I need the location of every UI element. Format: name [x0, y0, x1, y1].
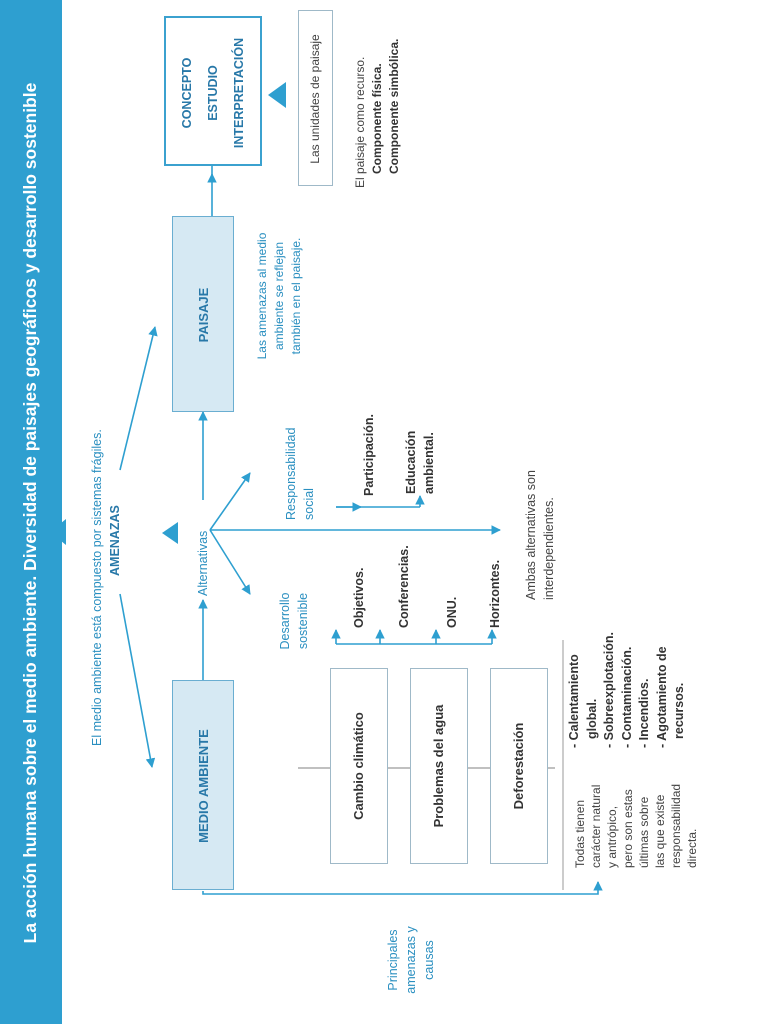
- caracter-line-8: directa.: [685, 828, 699, 868]
- amenazas-pointer-icon: [50, 519, 66, 545]
- medio-compuesto-text: El medio ambiente está compuesto por sis…: [90, 429, 104, 746]
- problem-box-deforestacion: Deforestación: [490, 668, 548, 864]
- problem-box-agua: Problemas del agua: [410, 668, 468, 864]
- item-objetivos-text: Objetivos.: [352, 567, 366, 628]
- recurso-intro: El paisaje como recurso.: [353, 56, 367, 188]
- arrow-to-causes: [202, 881, 603, 895]
- arrow-to-medio-ambiente: [119, 593, 156, 768]
- medio-ambiente-box: MEDIO AMBIENTE: [172, 680, 234, 890]
- problem-label-agua: Problemas del agua: [431, 704, 446, 828]
- item-educacion-line-1: Educación: [404, 430, 418, 494]
- caracter-line-5: últimas sobre: [637, 796, 651, 868]
- responsabilidad-label-line-1: Responsabilidad: [284, 427, 298, 520]
- estudio-label: ESTUDIO: [206, 65, 220, 121]
- item-participacion: Participación.: [360, 414, 378, 496]
- responsabilidad-social-node: Responsabilidad social: [282, 428, 318, 520]
- medio-ambiente-label: MEDIO AMBIENTE: [196, 729, 211, 843]
- cause-agotamiento-line-1: - Agotamiento de: [654, 646, 669, 748]
- concepto-pointer-icon: [268, 82, 286, 108]
- item-onu: ONU.: [443, 597, 461, 628]
- caracter-line-7: responsabilidad: [669, 783, 683, 868]
- caracter-note: Todas tienen carácter natural y antrópic…: [572, 784, 700, 868]
- amenazas-paisaje-note: Las amenazas al medio ambiente se reflej…: [254, 211, 305, 381]
- principales-line-2: amenazas y: [404, 926, 418, 994]
- interdependientes-note: Ambas alternativas son interdependientes…: [522, 470, 558, 600]
- item-horizontes-text: Horizontes.: [488, 559, 502, 628]
- concepto-label: CONCEPTO: [180, 57, 194, 129]
- recurso-note: El paisaje como recurso. Componente físi…: [352, 39, 403, 188]
- caracter-line-6: las que existe: [653, 794, 667, 868]
- alternativas-pointer-icon: [162, 522, 178, 544]
- amenazas-paisaje-line-2: ambiente se reflejan: [272, 241, 286, 351]
- unidades-paisaje-box: Las unidades de paisaje: [298, 10, 333, 186]
- principales-note: Principales amenazas y causas: [384, 908, 438, 1012]
- interpretacion-label: INTERPRETACIÓN: [232, 37, 246, 149]
- item-educacion: Educación ambiental.: [402, 431, 438, 494]
- cause-calentamiento-line-2: global.: [584, 698, 599, 739]
- alternativas-label: Alternativas: [196, 530, 210, 596]
- caracter-line-2: carácter natural: [589, 784, 603, 868]
- arrow-to-responsabilidad: [209, 472, 251, 531]
- cause-sobreexplotacion: - Sobreexplotación.: [602, 632, 616, 748]
- arrow-to-desarrollo: [209, 529, 251, 595]
- problem-box-cambio-climatico: Cambio climático: [330, 668, 388, 864]
- item-conferencias: Conferencias.: [395, 545, 413, 628]
- amenazas-paisaje-line-1: Las amenazas al medio: [255, 232, 269, 360]
- problem-label-cambio-climatico: Cambio climático: [351, 712, 366, 820]
- componente-fisica: Componente física.: [370, 63, 384, 174]
- item-participacion-text: Participación.: [362, 414, 376, 496]
- cause-incendios: - Incendios.: [637, 678, 651, 748]
- cause-calentamiento-line-1: - Calentamiento: [567, 654, 581, 748]
- item-educacion-line-2: ambiental.: [422, 432, 436, 494]
- desarrollo-label-line-1: Desarrollo: [278, 592, 292, 650]
- cause-agotamiento-line-2: recursos.: [672, 682, 686, 739]
- principales-line-3: causas: [422, 940, 436, 980]
- desarrollo-label-line-2: sostenible: [296, 592, 310, 650]
- paisaje-label: PAISAJE: [196, 287, 211, 343]
- interdependientes-line-1: Ambas alternativas son: [524, 470, 538, 600]
- problem-label-deforestacion: Deforestación: [511, 722, 526, 810]
- causes-list: - Calentamiento global. - Sobreexplotaci…: [566, 632, 689, 748]
- desarrollo-sostenible-node: Desarrollo sostenible: [276, 576, 312, 666]
- caracter-line-4: pero son estas: [621, 789, 635, 868]
- amenazas-label: AMENAZAS: [108, 505, 122, 576]
- item-onu-text: ONU.: [445, 596, 459, 628]
- item-objetivos: Objetivos.: [350, 568, 368, 628]
- amenazas-paisaje-line-3: también en el paisaje.: [289, 237, 303, 355]
- concepto-box: CONCEPTO ESTUDIO INTERPRETACIÓN: [164, 16, 262, 166]
- interdependientes-line-2: interdependientes.: [542, 497, 556, 600]
- alternativas-node: Alternativas: [194, 531, 212, 596]
- caracter-line-1: Todas tienen: [573, 799, 587, 868]
- paisaje-box: PAISAJE: [172, 216, 234, 412]
- item-horizontes: Horizontes.: [486, 560, 504, 628]
- componente-simbolica: Componente simbólica.: [387, 38, 401, 174]
- responsabilidad-label-line-2: social: [302, 488, 316, 520]
- medio-compuesto-note: El medio ambiente está compuesto por sis…: [88, 429, 106, 746]
- principales-line-1: Principales: [386, 929, 400, 991]
- title-bar: La acción humana sobre el medio ambiente…: [0, 0, 62, 1024]
- unidades-paisaje-label: Las unidades de paisaje: [308, 34, 322, 164]
- caracter-line-3: y antrópico,: [605, 805, 619, 868]
- cause-contaminacion: - Contaminación.: [619, 646, 634, 748]
- amenazas-node: AMENAZAS: [106, 505, 124, 576]
- arrow-to-paisaje: [119, 326, 158, 471]
- item-conferencias-text: Conferencias.: [397, 545, 411, 628]
